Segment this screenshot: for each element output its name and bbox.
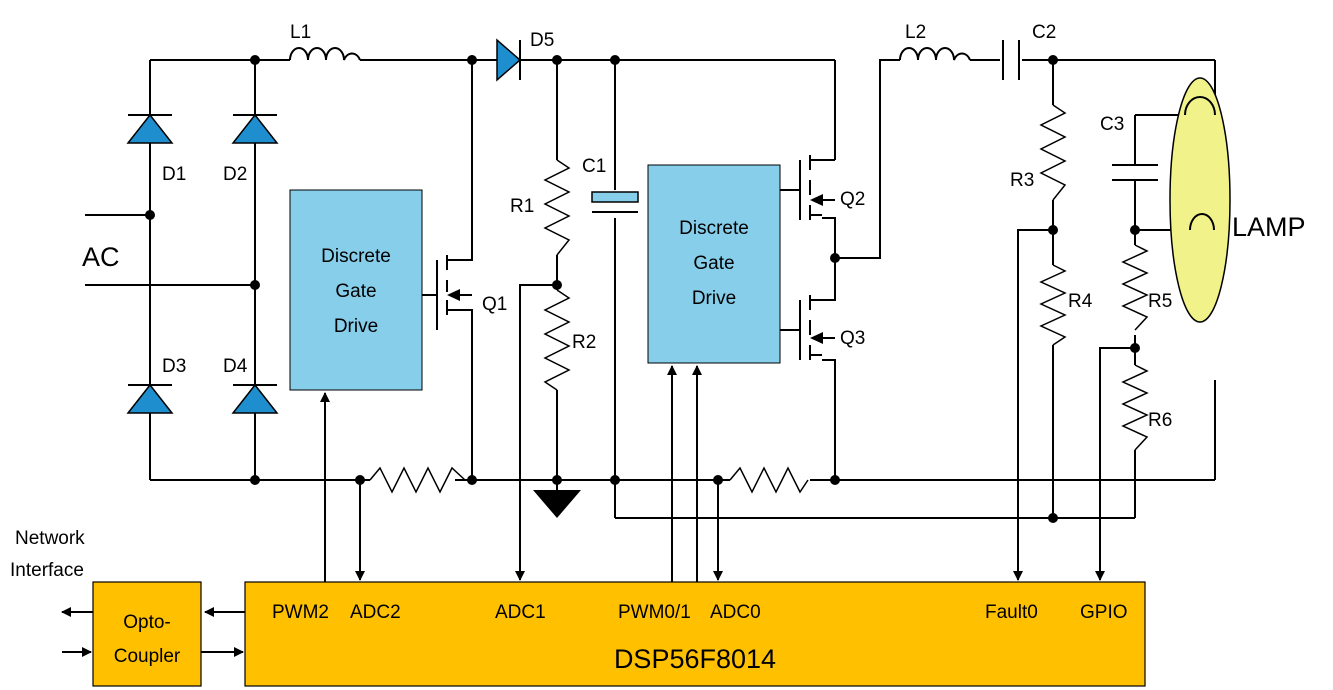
pin-adc2: ADC2 [350,602,401,623]
svg-text:Discrete: Discrete [321,246,391,267]
pin-adc0: ADC0 [710,602,761,623]
svg-text:Opto-: Opto- [123,612,171,633]
shunt-resistor-right [729,466,809,494]
label-ac: AC [82,242,120,272]
label-r3: R3 [1010,170,1034,191]
resistor-r4 [1039,264,1067,346]
gate-drive-right: Discrete Gate Drive [647,164,781,364]
label-c1: C1 [582,156,606,177]
inductor-l2 [899,47,971,61]
resistor-r5 [1121,244,1149,331]
opto-coupler [92,581,202,687]
label-lamp: LAMP [1232,212,1306,242]
label-l2: L2 [905,22,926,43]
pin-adc1: ADC1 [495,602,546,623]
capacitor-c1 [591,191,639,213]
label-l1: L1 [290,22,311,43]
label-q1: Q1 [482,294,507,315]
svg-text:Drive: Drive [692,288,736,309]
label-c3: C3 [1100,114,1124,135]
rectifier-wiring [85,59,1216,519]
pin-pwm01: PWM0/1 [618,602,691,623]
diode-d1 [126,113,174,144]
mosfet-q1 [422,255,472,330]
signal-lines [61,229,1135,657]
label-r2: R2 [572,332,596,353]
diode-d2 [231,113,279,144]
diode-d3 [126,383,174,414]
dsp-pin-labels: PWM2 ADC2 ADC1 PWM0/1 ADC0 Fault0 GPIO D… [272,602,1128,674]
junction-dots [145,55,1140,523]
network-label-1: Network [15,528,85,549]
svg-text:Coupler: Coupler [114,646,181,667]
label-d4: D4 [223,356,248,377]
label-q2: Q2 [840,189,865,210]
label-r4: R4 [1068,291,1093,312]
ground-symbol [533,490,581,518]
dsp-name: DSP56F8014 [614,644,776,674]
mosfet-q3 [780,295,835,360]
inductor-l1 [289,47,361,61]
svg-text:Drive: Drive [334,316,378,337]
network-label-2: Interface [10,560,84,581]
mosfet-q2 [780,155,835,220]
svg-text:Discrete: Discrete [679,218,749,239]
label-d1: D1 [162,164,186,185]
label-r1: R1 [510,196,534,217]
label-q3: Q3 [840,328,865,349]
capacitor-c2 [1002,40,1020,80]
label-d3: D3 [162,356,186,377]
label-d2: D2 [223,164,247,185]
gate-drive-left: Discrete Gate Drive [289,189,423,391]
dsp-chip [244,581,1146,687]
label-r6: R6 [1148,410,1172,431]
pin-fault0: Fault0 [985,602,1038,623]
diode-d5 [496,38,522,82]
label-c2: C2 [1032,22,1056,43]
svg-text:Gate: Gate [693,253,734,274]
label-r5: R5 [1148,291,1172,312]
opto-labels: Opto- Coupler [114,612,181,667]
resistor-r3 [1039,104,1067,201]
pin-gpio: GPIO [1080,602,1128,623]
resistor-r2 [543,289,571,391]
label-d5: D5 [530,30,554,51]
resistor-r6 [1121,364,1149,451]
diode-d4 [231,383,279,414]
resistor-r1 [543,159,571,256]
shunt-resistor-left [369,466,466,494]
svg-text:Gate: Gate [335,281,376,302]
capacitor-c3 [1112,164,1158,181]
pin-pwm2: PWM2 [272,602,329,623]
component-labels: L1 D5 L2 C2 D1 D2 D3 D4 C1 R1 R2 Q1 Q2 Q… [10,22,1306,581]
lamp [1169,77,1231,323]
